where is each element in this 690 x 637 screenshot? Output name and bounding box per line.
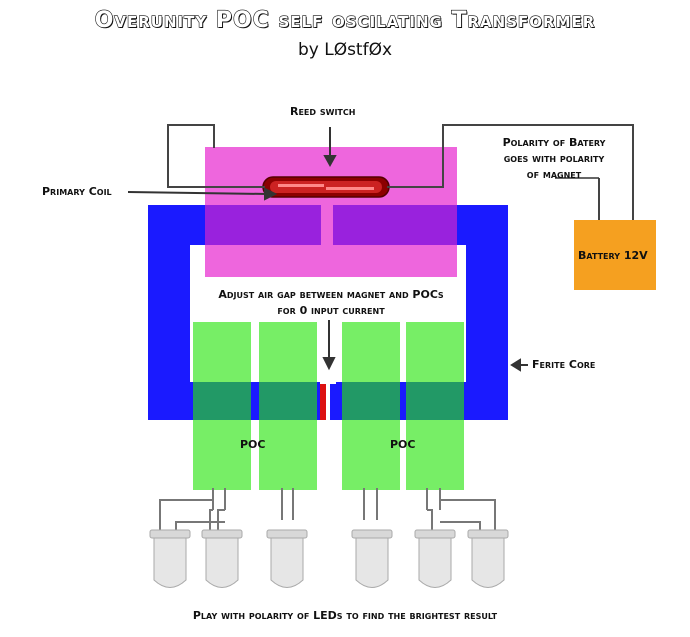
led-array [149,529,509,588]
battery-label: Battery 12V [578,249,648,262]
primary-coil [205,147,457,277]
author-credit: by LØstfØx [297,40,393,60]
ferrite-core-label: Ferite Core [532,358,596,371]
led-6 [467,529,509,588]
battery [574,220,656,290]
air-gap-note-line-2: for 0 input current [277,304,385,317]
primary-coil-label: Primary Coil [42,185,112,198]
led-3 [266,529,308,588]
led-5 [414,529,456,588]
arrows [127,127,599,372]
led-1 [149,529,191,588]
polarity-note-line-2: goes with polarity [503,152,605,165]
wires [167,124,634,220]
poc-left-label: POC [240,438,266,451]
magnet [320,384,336,420]
polarity-note-line-3: of magnet [526,168,582,181]
battery-polarity-note: Polarity of Batery goes with polarity of… [488,135,620,183]
footer-note: Play with polarity of LEDs to find the b… [192,609,498,622]
diagram-title: Overunity POC self oscilating Transforme… [94,7,596,33]
poc-right-label: POC [390,438,416,451]
air-gap-note: Adjust air gap between magnet and POCs f… [196,287,466,319]
air-gap-note-line-1: Adjust air gap between magnet and POCs [218,288,444,301]
poc-blocks [193,322,464,490]
led-4 [351,529,393,588]
reed-switch-label: Reed switch [290,105,356,118]
polarity-note-line-1: Polarity of Batery [502,136,606,149]
reed-switch [262,176,390,198]
led-2 [201,529,243,588]
led-leads [159,488,496,530]
